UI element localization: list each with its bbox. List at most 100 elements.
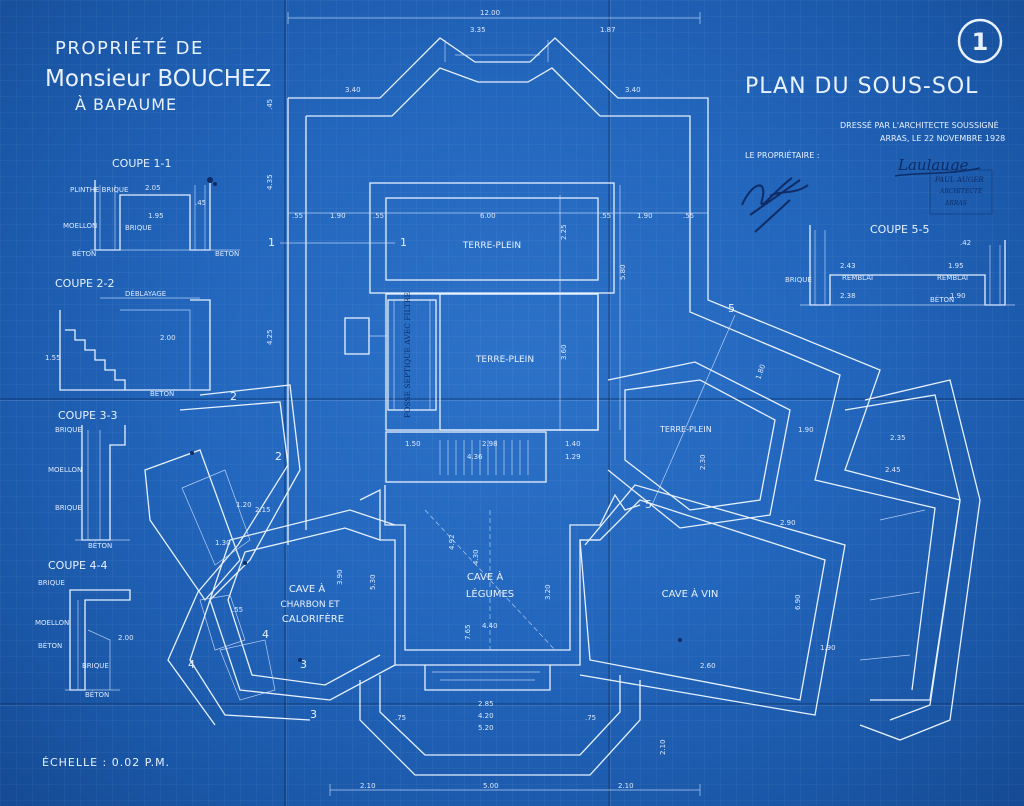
svg-text:2.25: 2.25 xyxy=(560,224,568,240)
section-2-2: COUPE 2-2 DÉBLAYAGE BÉTON 1.55 2.00 xyxy=(45,277,211,398)
svg-text:2: 2 xyxy=(275,450,282,463)
svg-text:4.40: 4.40 xyxy=(482,622,498,630)
svg-text:BÉTON: BÉTON xyxy=(88,541,112,550)
svg-text:4: 4 xyxy=(188,658,195,671)
svg-text:5: 5 xyxy=(728,302,735,315)
svg-text:2: 2 xyxy=(230,390,237,403)
paper-fold xyxy=(0,703,1024,705)
svg-text:BÉTON: BÉTON xyxy=(215,249,239,258)
svg-text:3: 3 xyxy=(300,658,307,671)
svg-text:BRIQUE: BRIQUE xyxy=(125,224,152,232)
svg-text:2.45: 2.45 xyxy=(885,466,901,474)
svg-text:.55: .55 xyxy=(373,212,384,220)
svg-text:3.20: 3.20 xyxy=(544,584,552,600)
svg-text:2.35: 2.35 xyxy=(890,434,906,442)
svg-text:7.65: 7.65 xyxy=(464,624,472,640)
plan-title: PLAN DU SOUS-SOL xyxy=(745,74,978,99)
svg-text:BÉTON: BÉTON xyxy=(38,641,62,650)
svg-text:1.50: 1.50 xyxy=(405,440,421,448)
svg-text:1.87: 1.87 xyxy=(600,26,616,34)
svg-text:DÉBLAYAGE: DÉBLAYAGE xyxy=(125,289,166,298)
svg-text:BRIQUE: BRIQUE xyxy=(38,579,65,587)
section-label: COUPE 1-1 xyxy=(112,157,171,170)
svg-text:1.95: 1.95 xyxy=(148,212,164,220)
stamp-line: ARRAS xyxy=(944,200,967,207)
svg-text:4.30: 4.30 xyxy=(472,549,480,565)
svg-text:2.60: 2.60 xyxy=(700,662,716,670)
owner-line1: PROPRIÉTÉ DE xyxy=(55,37,204,59)
sheet-number: 1 xyxy=(972,28,989,56)
svg-text:2.10: 2.10 xyxy=(659,739,667,755)
svg-text:.45: .45 xyxy=(266,99,274,110)
sheet-number-circle xyxy=(957,18,1003,64)
section-3-3: COUPE 3-3 BRIQUE MOELLON BRIQUE BÉTON xyxy=(48,409,130,550)
svg-text:.55: .55 xyxy=(600,212,611,220)
svg-text:1.90: 1.90 xyxy=(798,426,814,434)
room-outline xyxy=(385,197,599,281)
stamp-line: PAUL AUGER xyxy=(934,176,985,184)
svg-text:1: 1 xyxy=(400,236,407,249)
room-label-terre-plein-2: TERRE-PLEIN xyxy=(475,355,534,365)
room-label-cave-charbon: CALORIFÈRE xyxy=(282,612,344,625)
svg-text:2.00: 2.00 xyxy=(118,634,134,642)
svg-text:PLINTHE BRIQUE: PLINTHE BRIQUE xyxy=(70,186,128,194)
svg-text:2.85: 2.85 xyxy=(478,700,494,708)
svg-text:3.35: 3.35 xyxy=(470,26,486,34)
owner-line2: Monsieur BOUCHEZ xyxy=(45,66,271,92)
svg-text:BÉTON: BÉTON xyxy=(150,389,174,398)
svg-text:3.60: 3.60 xyxy=(560,344,568,360)
svg-text:2.15: 2.15 xyxy=(255,506,271,514)
svg-text:5.00: 5.00 xyxy=(483,782,499,790)
owner-line3: À BAPAUME xyxy=(75,95,177,114)
svg-text:1.90: 1.90 xyxy=(330,212,346,220)
svg-text:3.40: 3.40 xyxy=(345,86,361,94)
room-label-terre-plein-1: TERRE-PLEIN xyxy=(462,241,521,251)
svg-text:.75: .75 xyxy=(395,714,406,722)
plan-credit-line2: ARRAS, LE 22 NOVEMBRE 1928 xyxy=(880,134,1005,143)
svg-text:1.90: 1.90 xyxy=(820,644,836,652)
svg-text:.75: .75 xyxy=(585,714,596,722)
svg-text:2.90: 2.90 xyxy=(780,519,796,527)
paper-fold xyxy=(0,398,1024,400)
paper-fold xyxy=(608,0,610,806)
svg-text:3.40: 3.40 xyxy=(625,86,641,94)
svg-text:3: 3 xyxy=(310,708,317,721)
scale-label: ÉCHELLE : 0.02 P.M. xyxy=(42,756,170,769)
owner-block: PROPRIÉTÉ DE Monsieur BOUCHEZ À BAPAUME xyxy=(45,37,271,114)
svg-text:3.90: 3.90 xyxy=(336,569,344,585)
svg-text:REMBLAI: REMBLAI xyxy=(842,274,873,282)
svg-text:2.43: 2.43 xyxy=(840,262,856,270)
room-label-cave-charbon: CAVE À xyxy=(289,582,326,595)
svg-text:1.90: 1.90 xyxy=(950,292,966,300)
stamp-line: ARCHITECTE xyxy=(939,188,983,195)
svg-text:.55: .55 xyxy=(232,606,243,614)
septic-tank-annotation: FOSSE SEPTIQUE AVEC FILTRE xyxy=(403,292,412,418)
section-label: COUPE 5-5 xyxy=(870,223,929,236)
svg-text:BRIQUE: BRIQUE xyxy=(82,662,109,670)
svg-text:5.30: 5.30 xyxy=(369,574,377,590)
svg-text:1.20: 1.20 xyxy=(236,501,252,509)
room-label-cave-vin: CAVE À VIN xyxy=(662,587,719,600)
section-label: COUPE 4-4 xyxy=(48,559,107,572)
svg-text:MOELLON: MOELLON xyxy=(63,222,97,230)
title-block: PLAN DU SOUS-SOL DRESSÉ PAR L'ARCHITECTE… xyxy=(745,18,1005,160)
svg-text:1.80: 1.80 xyxy=(754,363,767,380)
svg-text:.55: .55 xyxy=(683,212,694,220)
svg-text:2.05: 2.05 xyxy=(145,184,161,192)
svg-text:4.36: 4.36 xyxy=(467,453,483,461)
svg-text:2.38: 2.38 xyxy=(840,292,856,300)
section-label: COUPE 2-2 xyxy=(55,277,114,290)
svg-text:5: 5 xyxy=(645,498,652,511)
svg-text:2.98: 2.98 xyxy=(482,440,498,448)
svg-text:.42: .42 xyxy=(960,239,971,247)
svg-text:4.35: 4.35 xyxy=(266,174,274,190)
architect-signature: Laulauge xyxy=(897,156,969,174)
plan-credit-line1: DRESSÉ PAR L'ARCHITECTE SOUSSIGNÉ xyxy=(840,119,999,130)
svg-text:BRIQUE: BRIQUE xyxy=(55,426,82,434)
svg-text:4: 4 xyxy=(262,628,269,641)
svg-text:BÉTON: BÉTON xyxy=(930,295,954,304)
svg-text:REMBLAI: REMBLAI xyxy=(937,274,968,282)
svg-text:BÉTON: BÉTON xyxy=(72,249,96,258)
svg-text:2.10: 2.10 xyxy=(618,782,634,790)
